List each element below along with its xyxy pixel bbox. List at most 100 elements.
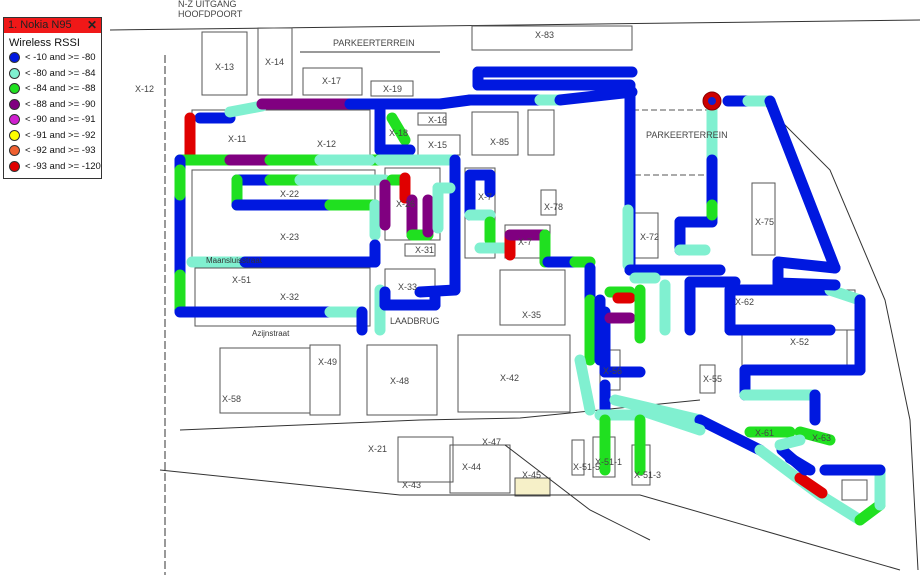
building-label: X-42	[500, 373, 519, 383]
legend-label: < -90 and >= -91	[25, 114, 96, 126]
legend-swatch	[9, 67, 20, 79]
legend-label: < -91 and >= -92	[25, 129, 96, 141]
legend-item: < -91 and >= -92	[4, 128, 101, 144]
building-label: X-51-5	[573, 462, 600, 472]
area-label: LAADBRUG	[390, 316, 440, 326]
building-label: X-55	[703, 374, 722, 384]
building-label: X-45	[522, 470, 541, 480]
building-label: X-33	[398, 282, 417, 292]
building-label: X-62	[735, 297, 754, 307]
building-label: X-7	[478, 192, 492, 202]
building-label: X-83	[535, 30, 554, 40]
building-label: X-63	[812, 433, 831, 443]
building-label: X-18	[389, 128, 408, 138]
building-label: X-75	[755, 217, 774, 227]
legend-header[interactable]: 1. Nokia N95 ✕	[4, 18, 101, 33]
route-segment	[764, 95, 841, 274]
building-label: X-52	[790, 337, 809, 347]
legend-item: < -90 and >= -91	[4, 112, 101, 128]
building-outlines	[109, 19, 921, 575]
building-label: X-51	[232, 275, 251, 285]
route-segment	[784, 452, 816, 476]
building-label: X-7	[518, 237, 532, 247]
street-label: Azijnstraat	[252, 329, 290, 338]
legend-label: < -92 and >= -93	[25, 145, 96, 157]
building-label: X-61	[755, 428, 774, 438]
building-label: X-58	[222, 394, 241, 404]
route-segment	[554, 86, 638, 106]
building-label: X-23	[280, 232, 299, 242]
legend-label: < -84 and >= -88	[25, 83, 96, 95]
route-segment	[224, 100, 268, 118]
building-label: X-49	[318, 357, 337, 367]
building-label: X-11	[228, 134, 246, 144]
legend-label: < -88 and >= -90	[25, 98, 96, 110]
legend-swatch	[9, 145, 20, 157]
area-label: PARKEERTERREIN	[646, 130, 728, 140]
legend-swatch	[9, 83, 20, 95]
building-label: X-48	[390, 376, 409, 386]
building-label: X-43	[402, 480, 421, 490]
legend-swatch	[9, 52, 20, 64]
street-label: Maansluisstraat	[206, 256, 263, 265]
building-label: X-44	[462, 462, 481, 472]
legend-label: < -80 and >= -84	[25, 67, 96, 79]
building-label: X-21	[368, 444, 387, 454]
close-icon[interactable]: ✕	[86, 18, 97, 32]
route-segment	[386, 112, 411, 146]
building-label: X-13	[215, 62, 234, 72]
legend-swatch	[9, 114, 20, 126]
route-segment	[634, 404, 706, 436]
route-segment	[609, 394, 706, 426]
building-label: X-14	[265, 57, 284, 67]
rssi-route	[174, 66, 886, 526]
route-segment	[694, 414, 766, 456]
start-marker[interactable]	[702, 91, 722, 111]
building-label: X-78	[544, 202, 563, 212]
route-segment	[794, 426, 836, 446]
legend-swatch	[9, 98, 20, 110]
route-segment	[814, 489, 866, 526]
building-label: X-12	[135, 84, 154, 94]
building-label: X-17	[322, 76, 341, 86]
building-label: X-15	[428, 140, 447, 150]
building-label: X-51-1	[595, 457, 622, 467]
legend-label: < -93 and >= -120	[25, 160, 101, 172]
device-name: 1. Nokia N95	[8, 19, 72, 31]
route-segment	[574, 354, 596, 416]
legend-swatch	[9, 129, 20, 141]
route-segment	[772, 256, 841, 274]
building-label: X-16	[428, 115, 447, 125]
legend-item: < -93 and >= -120	[4, 159, 101, 175]
route-segment	[794, 472, 828, 499]
route-segment	[774, 434, 806, 451]
building-label: X-85	[490, 137, 509, 147]
building-label: X-47	[482, 437, 501, 447]
building-label: X-51-3	[634, 470, 661, 480]
building-label: X-72	[640, 232, 659, 242]
legend-item: < -84 and >= -88	[4, 81, 101, 97]
legend-label: < -10 and >= -80	[25, 52, 96, 64]
building-label: X-35	[522, 310, 541, 320]
area-label: PARKEERTERREIN	[333, 38, 415, 48]
building-label: X-19	[383, 84, 402, 94]
building-label: X-22	[280, 189, 299, 199]
route-segment	[772, 277, 841, 291]
building-label: X-56	[603, 366, 622, 376]
legend-item: < -92 and >= -93	[4, 143, 101, 159]
main-gate-label: HOOFDPOORT	[178, 9, 243, 19]
building-label: X-31	[415, 245, 434, 255]
legend-item: < -10 and >= -80	[4, 50, 101, 66]
building-label: X-26	[396, 199, 415, 209]
building-label: X-12	[317, 139, 336, 149]
map-labels: N-Z UITGANG HOOFDPOORT PARKEERTERREIN PA…	[178, 0, 728, 338]
legend-item: < -88 and >= -90	[4, 97, 101, 113]
legend-title: Wireless RSSI	[9, 37, 80, 49]
legend-item: < -80 and >= -84	[4, 66, 101, 82]
exit-label: N-Z UITGANG	[178, 0, 237, 9]
building-label: X-32	[280, 292, 299, 302]
rssi-legend[interactable]: 1. Nokia N95 ✕ Wireless RSSI < -10 and >…	[3, 17, 102, 179]
legend-swatch	[9, 160, 20, 172]
